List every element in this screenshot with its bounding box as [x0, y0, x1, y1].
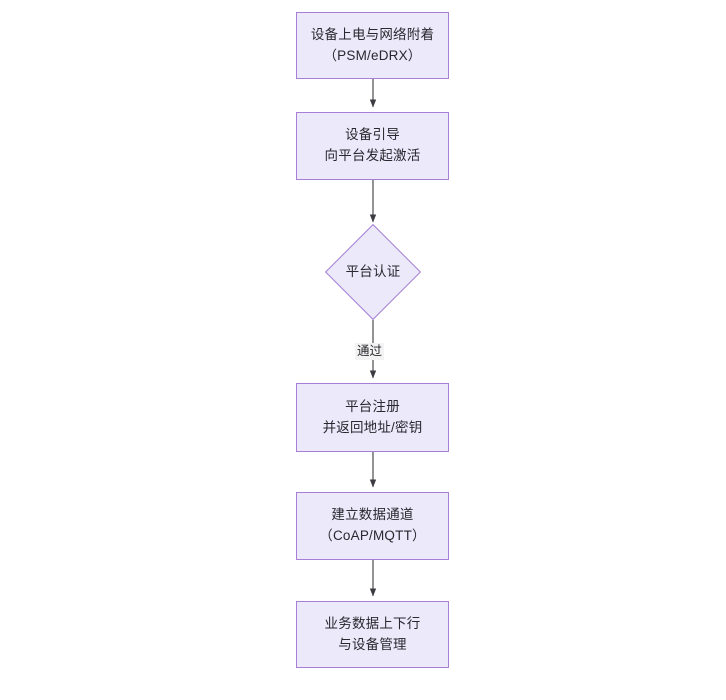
node-label-line2: 并返回地址/密钥	[322, 419, 423, 435]
node-label-line2: （CoAP/MQTT）	[319, 528, 426, 543]
node-device-bootstrap[interactable]: 设备引导 向平台发起激活	[296, 112, 449, 180]
node-label-line2: 向平台发起激活	[324, 148, 421, 163]
node-label-line1: 设备引导	[345, 127, 400, 143]
node-label-line1: 平台注册	[345, 398, 400, 414]
node-platform-register[interactable]: 平台注册 并返回地址/密钥	[296, 383, 449, 452]
node-platform-auth-label: 平台认证	[325, 256, 421, 288]
node-label-line1: 平台认证	[345, 263, 401, 279]
node-label-line1: 建立数据通道	[331, 507, 414, 523]
node-label-line2: 与设备管理	[338, 636, 407, 652]
node-business-data-and-device-management[interactable]: 业务数据上下行 与设备管理	[296, 601, 449, 668]
node-label-line1: 业务数据上下行	[324, 615, 421, 631]
node-label-line1: 设备上电与网络附着	[310, 26, 435, 42]
node-establish-data-channel[interactable]: 建立数据通道 （CoAP/MQTT）	[296, 492, 449, 560]
edge-label-pass: 通过	[355, 343, 385, 360]
node-label-line2: （PSM/eDRX）	[323, 47, 422, 63]
node-device-power-on[interactable]: 设备上电与网络附着 （PSM/eDRX）	[296, 12, 449, 79]
